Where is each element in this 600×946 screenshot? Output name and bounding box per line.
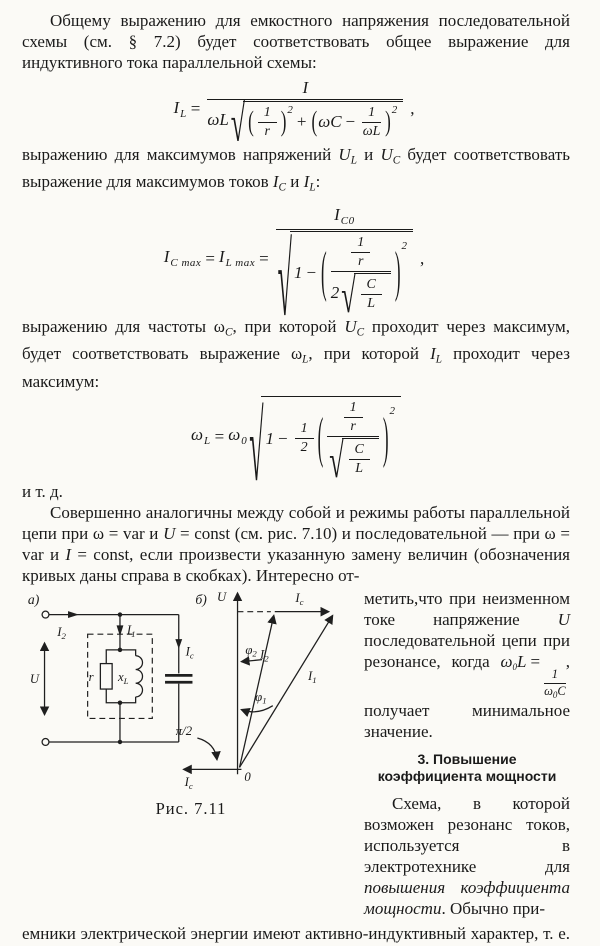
label-origin: 0 [244,771,251,785]
label-i2-phasor: I2 [259,648,269,664]
label-u-circuit: U [30,673,40,687]
resistor-r [99,663,113,691]
terminal-bottom [41,738,50,747]
paragraph-intro: Общему выражению для емкостного напряжен… [22,11,570,72]
label-pi-half: π/2 [176,725,193,739]
phasor-diagram: б) U Ic I2 I1 φ2 φ1 π/2 [176,590,334,791]
motor-dashed-box [87,634,153,720]
etc-line: и т. д. [22,482,63,502]
rc-paragraph-resonance: метить,что при неизменном токе напряжени… [364,589,570,741]
label-u-axis: U [217,590,227,604]
figure-caption: Рис. 7.11 [155,799,227,819]
radical-sign: √ [277,224,292,339]
formula-lhs: IL [173,97,187,120]
part-b-label: б) [195,592,207,608]
part-a-label: а) [28,592,40,608]
label-phi1: φ1 [255,690,266,706]
pi-half-arc [197,737,221,762]
label-i2: I2 [56,626,66,642]
paragraph-analogy: Совершенно аналогичны между собой и режи… [22,503,570,586]
paragraph-frequency: выражению для частоты ωC, при которой UC… [22,316,571,392]
terminal-top [41,610,50,620]
inductor-xl [135,655,144,698]
label-xl: xL [117,671,129,687]
i1-vector [238,614,334,769]
right-column: метить,что при неизменном токе напряжени… [364,588,570,919]
figure-7-11: а) I2 I1 r [28,590,334,791]
i2-vector [238,614,277,769]
rc-paragraph-scheme: Схема, в которой возможен резонанс токов… [364,794,570,918]
radical-sign: √ [249,393,264,503]
label-r: r [89,671,94,685]
current-arrow-i2 [68,611,79,619]
radical-sign: √ [329,434,344,489]
current-arrow-ic [175,639,183,650]
radical-sign: √ [230,94,246,153]
current-arrow-i1 [116,625,124,637]
phi2-arrow [240,656,263,667]
label-i1-phasor: I1 [307,670,317,686]
figure-block: а) I2 I1 r [22,588,360,919]
radical-sign: √ [341,269,356,324]
label-ic-bottom: Ic [184,775,193,791]
paragraph-receivers: емники электрической энергии имеют актив… [22,924,570,946]
paragraph-umax: выражению для максимумов напряжений UL и… [22,144,570,194]
label-ic-circuit: Ic [185,645,194,661]
phi1-arrow [240,705,274,718]
section-heading: 3. Повышение коэффициента мощности [377,751,557,784]
two-column-region: а) I2 I1 r [22,588,570,919]
label-ic-top: Ic [294,591,303,607]
label-i1: I1 [126,624,136,640]
label-phi2: φ2 [245,643,257,659]
circuit-diagram: а) I2 I1 r [28,592,194,747]
